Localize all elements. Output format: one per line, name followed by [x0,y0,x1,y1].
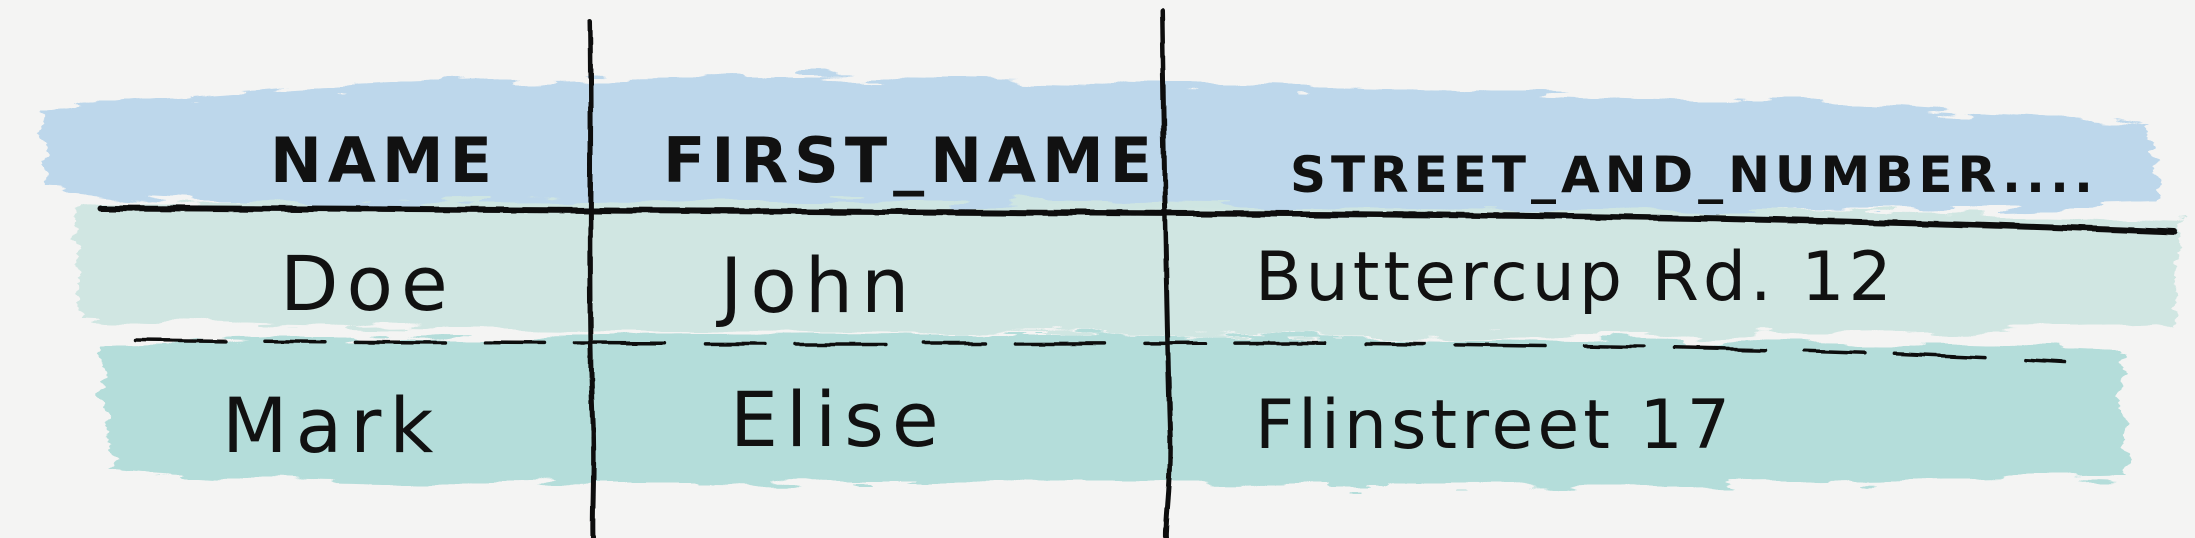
column-divider-1 [587,19,597,538]
row-2-wash [100,334,2125,486]
cell-name: Mark [222,381,441,470]
column-divider-2 [1159,7,1173,538]
cell-name: Doe [280,239,456,328]
cell-street-and-number: Buttercup Rd. 12 [1255,238,1896,317]
cell-first-name: John [716,241,917,330]
watercolor-bands [40,77,2180,486]
row-separator-dashed [133,338,2067,364]
row-1-wash [75,201,2180,336]
header-street-and-number: STREET_AND_NUMBER.... [1290,146,2098,204]
header-name: NAME [270,124,498,197]
cell-street-and-number: Flinstreet 17 [1255,386,1734,465]
table-header: NAME FIRST_NAME STREET_AND_NUMBER.... [270,124,2098,204]
header-wash [40,77,2160,213]
header-underline [97,205,2178,235]
cell-first-name: Elise [730,375,947,464]
table-row: Doe John Buttercup Rd. 12 [280,238,1896,330]
table-row: Mark Elise Flinstreet 17 [222,375,1734,470]
ink-lines [97,7,2178,538]
header-first-name: FIRST_NAME [663,124,1158,197]
